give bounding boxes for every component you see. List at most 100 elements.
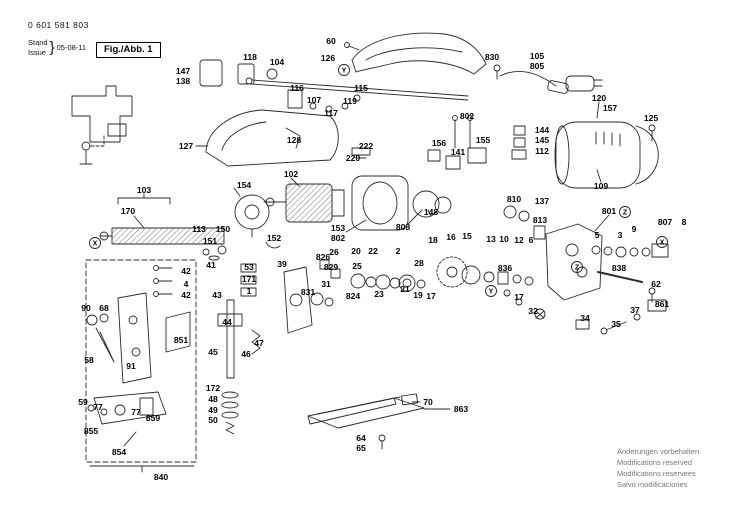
- footer-notes: Änderungen vorbehalten Modifications res…: [617, 447, 699, 491]
- part-callout-103: 103: [137, 185, 152, 195]
- part-callout-104: 104: [270, 57, 285, 67]
- plunger-assembly: [165, 263, 261, 435]
- part-callout-840: 840: [154, 472, 169, 482]
- part-callout-838: 838: [612, 263, 627, 273]
- part-callout-32: 32: [528, 306, 538, 316]
- part-callout-808: 808: [396, 222, 411, 232]
- part-callout-147: 147: [176, 66, 191, 76]
- part-callout-17: 17: [426, 291, 436, 301]
- part-callout-138: 138: [176, 76, 191, 86]
- part-callout-119: 119: [343, 96, 357, 106]
- part-callout-126: 126: [321, 53, 336, 63]
- foot-assembly: [85, 259, 197, 473]
- part-callout-18: 18: [428, 235, 438, 245]
- part-callout-34: 34: [580, 313, 590, 323]
- part-callout-19: 19: [413, 290, 423, 300]
- part-callout-65: 65: [356, 443, 366, 453]
- part-callout-151: 151: [203, 236, 218, 246]
- part-callout-45: 45: [208, 347, 218, 357]
- part-callout-802: 802: [331, 233, 346, 243]
- part-callout-105: 105: [530, 51, 545, 61]
- revision-date: 05-08-11: [56, 42, 87, 52]
- part-callout-125: 125: [644, 113, 659, 123]
- figure-label-box: Fig./Abb. 1: [96, 42, 161, 58]
- part-callout-41: 41: [206, 260, 216, 270]
- part-callout-222: 222: [359, 141, 374, 151]
- part-callout-62: 62: [651, 279, 661, 289]
- part-callout-810: 810: [507, 194, 522, 204]
- bearing-bracket: [534, 223, 669, 335]
- part-callout-59: 59: [78, 397, 88, 407]
- part-callout-148: 148: [424, 207, 439, 217]
- part-callout-16: 16: [446, 232, 456, 242]
- part-callout-13: 13: [486, 234, 496, 244]
- svg-text:Y: Y: [489, 289, 494, 296]
- part-callout-4: 4: [184, 279, 189, 289]
- part-callout-170: 170: [121, 206, 136, 216]
- svg-text:Y: Y: [342, 68, 347, 75]
- part-callout-144: 144: [535, 125, 550, 135]
- part-callout-172: 172: [206, 383, 221, 393]
- part-callout-28: 28: [414, 258, 424, 268]
- part-callout-154: 154: [237, 180, 252, 190]
- motor-assembly: [263, 101, 659, 240]
- part-callout-109: 109: [594, 181, 609, 191]
- part-callout-157: 157: [603, 103, 618, 113]
- part-callout-854: 854: [112, 447, 127, 457]
- part-callout-824: 824: [346, 291, 361, 301]
- connector-Y: Y: [338, 64, 350, 76]
- note-en: Modifications reserved: [617, 457, 693, 467]
- svg-text:Z: Z: [575, 265, 580, 272]
- part-callout-830: 830: [485, 52, 500, 62]
- inset-schematic: [71, 85, 133, 165]
- revision-brace: }: [49, 39, 55, 56]
- part-callout-813: 813: [533, 215, 548, 225]
- part-callout-863: 863: [454, 404, 469, 414]
- part-callout-5: 5: [595, 230, 600, 240]
- part-callout-47: 47: [254, 338, 264, 348]
- part-callout-90: 90: [81, 303, 91, 313]
- base-plate: [307, 393, 451, 450]
- part-callout-2: 2: [396, 246, 401, 256]
- part-callout-855: 855: [84, 426, 99, 436]
- part-callout-3: 3: [618, 230, 623, 240]
- part-callout-35: 35: [611, 319, 621, 329]
- part-callout-39: 39: [277, 259, 287, 269]
- part-callout-145: 145: [535, 135, 550, 145]
- upper-assembly: [199, 32, 603, 149]
- leader-lines: [290, 177, 610, 233]
- part-callout-153: 153: [331, 223, 346, 233]
- part-callout-861: 861: [655, 299, 670, 309]
- gear-train: [283, 256, 534, 334]
- part-callout-23: 23: [374, 289, 384, 299]
- part-callout-220: 220: [346, 153, 361, 163]
- part-callout-64: 64: [356, 433, 366, 443]
- part-callout-859: 859: [146, 413, 161, 423]
- part-callout-17: 17: [514, 292, 524, 302]
- part-callout-137: 137: [535, 196, 550, 206]
- part-callout-115: 115: [354, 83, 368, 93]
- part-callout-1: 1: [247, 286, 252, 296]
- part-callout-6: 6: [529, 235, 534, 245]
- part-callout-141: 141: [451, 147, 466, 157]
- doc-info: 0 601 581 803 Stand Issue } 05-08-11: [28, 20, 89, 58]
- part-callout-120: 120: [592, 93, 607, 103]
- part-callout-60: 60: [326, 36, 336, 46]
- part-callout-70: 70: [423, 397, 433, 407]
- part-callout-22: 22: [368, 246, 378, 256]
- part-callout-42: 42: [181, 266, 191, 276]
- part-callout-10: 10: [499, 234, 509, 244]
- part-callout-77: 77: [131, 407, 141, 417]
- part-callout-102: 102: [284, 169, 299, 179]
- part-callout-826: 826: [316, 252, 331, 262]
- svg-text:X: X: [93, 241, 98, 248]
- part-callout-49: 49: [208, 405, 218, 415]
- note-fr: Modifications reservees: [617, 468, 696, 478]
- part-callout-117: 117: [324, 108, 338, 118]
- note-es: Salvo modificaciones: [617, 479, 688, 489]
- part-callout-15: 15: [462, 231, 472, 241]
- connector-Y: Y: [485, 285, 497, 297]
- part-callout-43: 43: [212, 290, 222, 300]
